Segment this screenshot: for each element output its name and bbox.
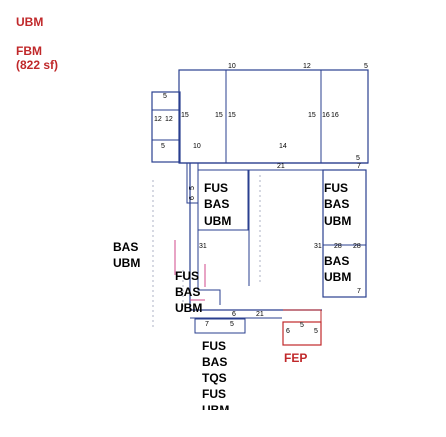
label-ubm-left: UBM xyxy=(113,256,141,270)
dim-top-12: 12 xyxy=(303,63,311,70)
dim-12: 12 xyxy=(154,116,162,123)
dim-7b: 7 xyxy=(357,288,361,295)
dim-top-5: 5 xyxy=(364,63,368,70)
dim-15c: 15 xyxy=(228,112,236,119)
label-tqs: TQS xyxy=(202,371,227,385)
dim-top-10: 10 xyxy=(228,63,236,70)
label-bas-center: BAS xyxy=(204,197,230,211)
lower-left-wall xyxy=(189,163,322,311)
label-fus-last: FUS xyxy=(202,387,226,401)
label-fus-mid: FUS xyxy=(175,269,199,283)
label-bas-left: BAS xyxy=(113,240,139,254)
label-bas-mid: BAS xyxy=(175,285,201,299)
dim-7: 7 xyxy=(357,163,361,170)
dim-5c: 5 xyxy=(356,155,360,162)
dim-15b: 15 xyxy=(215,112,223,119)
dim-14: 14 xyxy=(279,143,287,150)
bottom-strip-wall xyxy=(194,318,246,334)
area-size: (822 sf) xyxy=(16,58,59,72)
label-fus-right: FUS xyxy=(324,181,348,195)
dim-21b: 21 xyxy=(256,311,264,318)
dim-vertical-5: 5 xyxy=(189,186,196,190)
dim-vertical-6: 6 xyxy=(189,196,196,200)
dim-5e: 5 xyxy=(300,322,304,329)
dim-15a: 15 xyxy=(181,112,189,119)
dim-7c: 7 xyxy=(205,321,209,328)
small-closet-wall xyxy=(186,162,199,204)
dim-15d: 15 xyxy=(308,112,316,119)
dim-12b: 12 xyxy=(165,116,173,123)
dim-left-5: 5 xyxy=(163,93,167,100)
label-ubm-cut: UBM xyxy=(202,403,230,410)
left-closet-wall xyxy=(151,91,181,163)
upper-room-wall xyxy=(178,69,369,164)
dim-5b: 5 xyxy=(161,143,165,150)
label-ubm-right-2: UBM xyxy=(324,270,352,284)
label-bas-right: BAS xyxy=(324,197,350,211)
dim-6b: 6 xyxy=(286,328,290,335)
label-bas-bottom: BAS xyxy=(202,355,228,369)
dim-31b: 31 xyxy=(314,243,322,250)
label-ubm-center: UBM xyxy=(204,214,232,228)
label-bas-right-2: BAS xyxy=(324,254,350,268)
dim-28: 28 xyxy=(334,243,342,250)
dim-5f: 5 xyxy=(314,328,318,335)
dim-21: 21 xyxy=(277,163,285,170)
label-ubm-right: UBM xyxy=(324,214,352,228)
dim-16: 16 xyxy=(322,112,330,119)
label-fep: FEP xyxy=(284,351,308,365)
right-room-wall xyxy=(322,169,367,298)
dim-28b: 28 xyxy=(353,243,361,250)
dim-31: 31 xyxy=(199,243,207,250)
area-code: FBM xyxy=(16,44,42,58)
label-fus-bottom: FUS xyxy=(202,339,226,353)
dim-6: 6 xyxy=(232,311,236,318)
dim-5d: 5 xyxy=(230,321,234,328)
label-fus-center: FUS xyxy=(204,181,228,195)
plan-title: UBM xyxy=(16,15,44,29)
dim-10: 10 xyxy=(193,143,201,150)
dim-16b: 16 xyxy=(331,112,339,119)
label-ubm-mid: UBM xyxy=(175,301,203,315)
